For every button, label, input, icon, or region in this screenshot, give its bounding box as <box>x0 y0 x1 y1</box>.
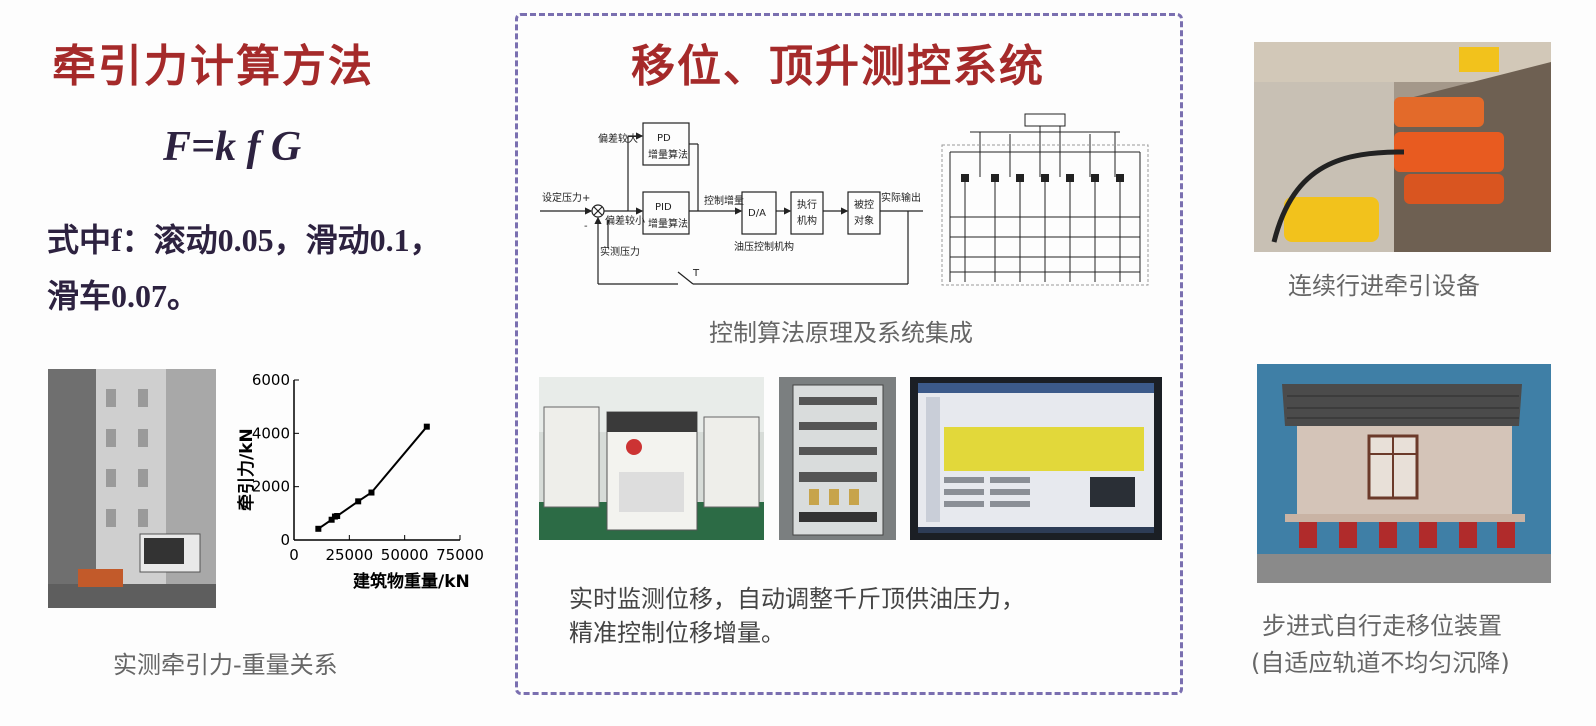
method-title: 牵引力计算方法 <box>52 41 374 92</box>
data-point <box>423 423 430 430</box>
traction-weight-chart: 0 2000 4000 6000 0 25000 50000 75000 建筑物重量/kN 牵… <box>230 368 500 598</box>
traction-formula: F=k f G <box>163 124 302 170</box>
data-point <box>355 498 362 505</box>
dev-large-label: 偏差较大 <box>598 132 638 145</box>
exec-label-1: 执行 <box>797 198 817 211</box>
control-block-diagram: 设定压力+ 偏差较大 偏差较小 实测压力 PD 增量算法 PID 增量算法 控制… <box>538 108 928 298</box>
ctrl-inc-label: 控制增量 <box>704 194 744 207</box>
traction-equipment-photo <box>1254 42 1551 252</box>
system-integration-schematic <box>930 112 1155 290</box>
monitoring-text-line-2: 精准控制位移增量。 <box>569 619 785 647</box>
chart-caption: 实测牵引力-重量关系 <box>113 651 338 679</box>
y-tick-label: 0 <box>280 531 290 549</box>
exec-label-2: 机构 <box>797 214 817 227</box>
x-tick-label: 75000 <box>436 546 484 564</box>
control-cabinets-photo <box>539 377 764 540</box>
chart-canvas: 0 2000 4000 6000 0 25000 50000 75000 建筑物重量/kN 牵… <box>236 371 484 592</box>
coefficient-line-2: 滑车0.07。 <box>47 278 200 314</box>
plant-label-1: 被控 <box>854 198 874 211</box>
x-axis-label: 建筑物重量/kN <box>353 571 470 592</box>
y-tick-label: 4000 <box>252 424 290 442</box>
y-axis-label: 牵引力/kN <box>236 428 257 511</box>
switch-label: T <box>692 268 700 279</box>
monitoring-text-line-1: 实时监测位移，自动调整千斤顶供油压力， <box>569 585 1025 613</box>
diagram-caption: 控制算法原理及系统集成 <box>709 319 973 347</box>
walking-device-illustration <box>1257 364 1551 583</box>
electrical-panel-photo <box>779 377 896 540</box>
data-point <box>334 513 341 519</box>
x-tick-label: 25000 <box>325 546 373 564</box>
data-point <box>328 516 335 523</box>
minus-sign: - <box>584 221 588 232</box>
pd-algo-label: 增量算法 <box>648 148 688 161</box>
pid-algo-label: 增量算法 <box>648 217 688 230</box>
control-system-panel <box>515 13 1183 695</box>
walking-device-caption-1: 步进式自行走移位装置 <box>1262 612 1502 640</box>
pid-label: PID <box>655 202 672 213</box>
measured-label: 实测压力 <box>600 245 640 258</box>
pd-label: PD <box>657 133 671 144</box>
control-system-title: 移位、顶升测控系统 <box>631 41 1045 92</box>
hydraulic-label: 油压控制机构 <box>734 240 794 253</box>
traction-equipment-caption: 连续行进牵引设备 <box>1288 272 1480 300</box>
coefficient-line-1: 式中f：滚动0.05，滑动0.1， <box>47 222 442 258</box>
walking-device-caption-2: (自适应轨道不均匀沉降) <box>1251 649 1510 677</box>
data-point <box>368 489 375 496</box>
da-label: D/A <box>748 208 766 219</box>
setpoint-label: 设定压力+ <box>542 191 590 204</box>
x-tick-label: 50000 <box>381 546 429 564</box>
building-photo <box>48 369 216 608</box>
dev-small-label: 偏差较小 <box>605 214 645 227</box>
x-tick-label: 0 <box>289 546 299 564</box>
actual-output-label: 实际输出 <box>881 191 921 204</box>
plant-label-2: 对象 <box>854 214 874 227</box>
y-tick-label: 2000 <box>252 478 290 496</box>
data-point <box>315 525 322 532</box>
monitoring-screen-photo <box>910 377 1162 540</box>
y-tick-label: 6000 <box>252 371 290 389</box>
